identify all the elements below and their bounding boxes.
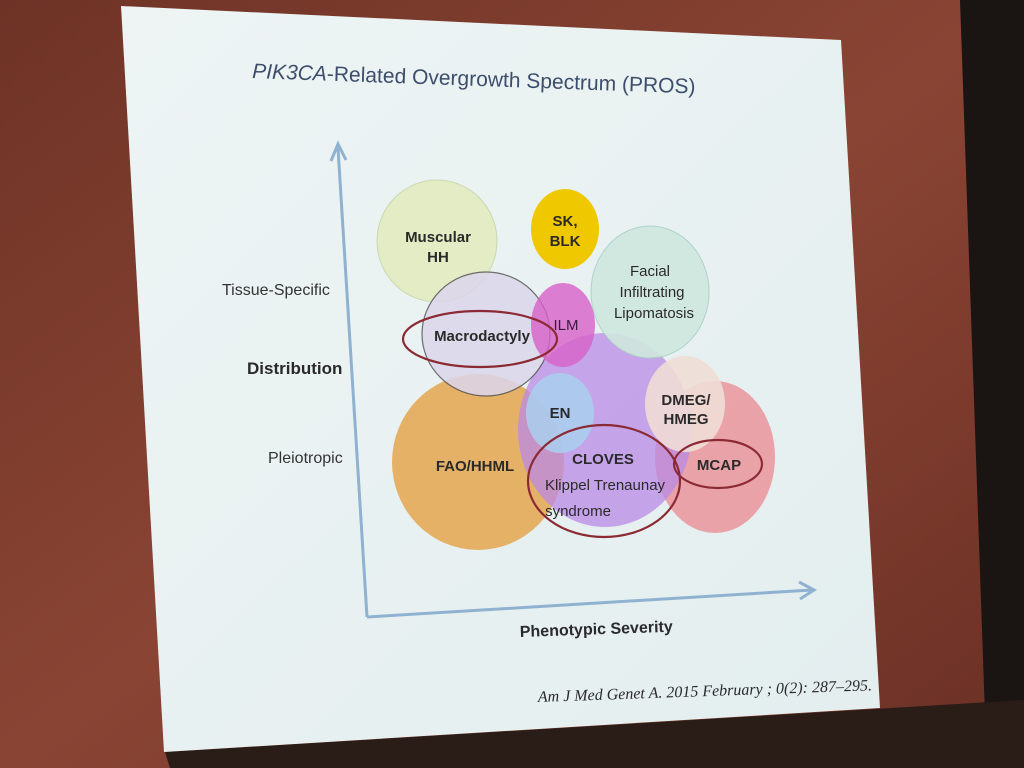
- x-axis-line: [366, 588, 813, 619]
- bubbles: [376, 179, 775, 550]
- bubble-facial-lipomatosis: [590, 225, 710, 359]
- y-axis-arrowhead: [329, 140, 348, 162]
- axes: [329, 140, 817, 619]
- y-axis-bottom-label: Pleiotropic: [268, 450, 343, 467]
- label-hmeg: HMEG: [664, 411, 709, 428]
- x-axis-title: Phenotypic Severity: [520, 619, 674, 641]
- label-blk: BLK: [550, 233, 581, 250]
- screen-right-shadow: [960, 0, 1024, 720]
- slide-title: PIK3CA-Related Overgrowth Spectrum (PROS…: [252, 60, 696, 98]
- y-axis-top-label: Tissue-Specific: [222, 282, 330, 299]
- bubble-dmeg-hmeg: [645, 356, 725, 452]
- highlight-outlines: [401, 309, 764, 539]
- label-mcap: MCAP: [697, 457, 741, 474]
- label-sk: SK,: [552, 213, 577, 230]
- label-macrodactyly: Macrodactyly: [434, 328, 531, 345]
- bubble-en: [526, 373, 594, 453]
- label-ilm: ILM: [553, 317, 578, 334]
- label-syndrome: syndrome: [545, 503, 611, 520]
- x-axis-arrowhead: [798, 580, 817, 601]
- title-rest: -Related Overgrowth Spectrum (PROS): [326, 63, 695, 99]
- label-muscular: Muscular: [405, 229, 471, 246]
- cloves-kts-outline: [526, 423, 682, 539]
- label-klippel: Klippel Trenaunay: [545, 477, 666, 494]
- label-hh: HH: [427, 249, 449, 266]
- y-axis-title: Distribution: [247, 359, 342, 378]
- title-gene: PIK3CA: [252, 60, 327, 86]
- label-dmeg: DMEG/: [661, 392, 711, 409]
- bubble-ilm: [531, 283, 595, 367]
- citation: Am J Med Genet A. 2015 February ; 0(2): …: [537, 677, 873, 706]
- y-axis-line: [336, 147, 369, 618]
- mcap-outline: [672, 438, 764, 490]
- label-facial: Facial: [630, 263, 670, 280]
- bubble-sk-blk: [531, 189, 599, 269]
- screen-bottom-shadow: [165, 700, 1024, 768]
- label-infiltrating: Infiltrating: [619, 284, 684, 301]
- label-en: EN: [550, 405, 571, 422]
- bubble-labels: Muscular HH SK, BLK Facial Infiltrating …: [405, 213, 741, 520]
- macrodactyly-outline: [401, 309, 559, 369]
- label-fao-hhml: FAO/HHML: [436, 458, 514, 475]
- label-lipomatosis: Lipomatosis: [614, 305, 694, 322]
- label-cloves: CLOVES: [572, 451, 634, 468]
